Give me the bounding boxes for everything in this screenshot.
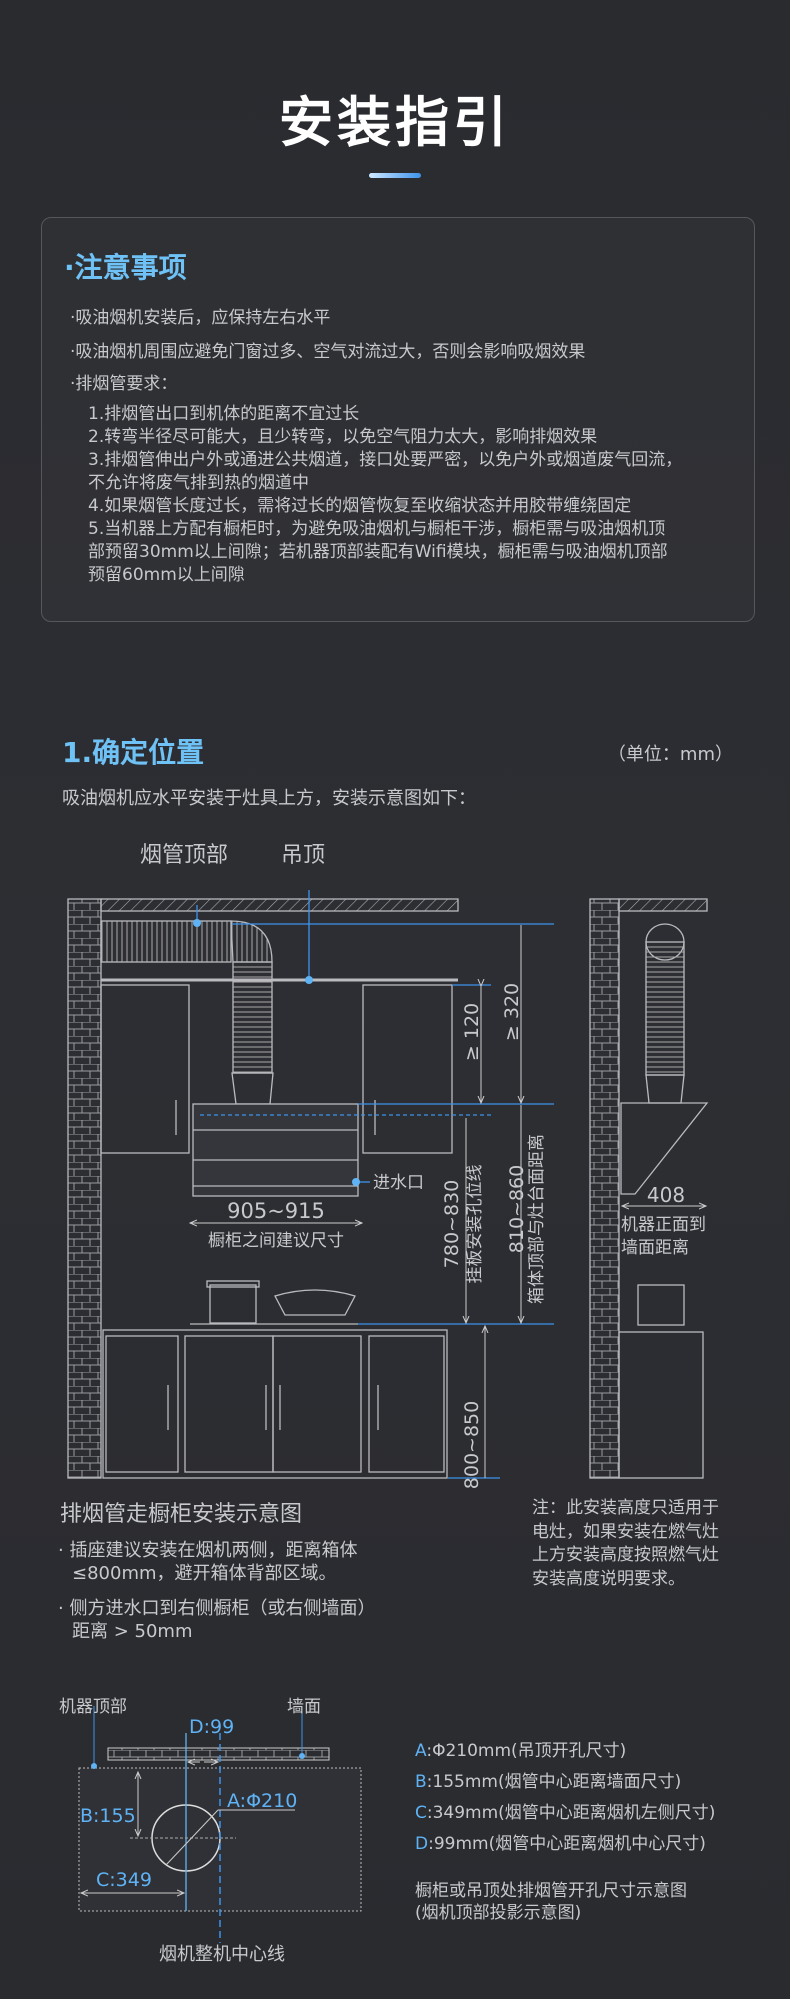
legend-key: A	[415, 1741, 427, 1761]
title-underline	[369, 173, 421, 178]
dim-mount-label: 挂板安装孔位线	[465, 1165, 485, 1284]
notice-bullet: ·吸油烟机周围应避免门窗过多、空气对流过大，否则会影响吸烟效果	[70, 342, 586, 362]
notice-item: 部预留30mm以上间隙；若机器顶部装配有Wifi模块，橱柜需与吸油烟机顶部	[88, 542, 668, 562]
dim-top-label: 箱体顶部与灶台面距离	[527, 1134, 547, 1304]
notice-item: 预留60mm以上间隙	[88, 565, 245, 585]
notice-bullet: ·吸油烟机安装后，应保持左右水平	[70, 308, 331, 328]
dim-width-label: 橱柜之间建议尺寸	[208, 1231, 344, 1251]
notice-item: 1.排烟管出口到机体的距离不宜过长	[88, 404, 360, 424]
notice-item: 不允许将废气排到热的烟道中	[88, 473, 309, 493]
cabinet-bullet-line: 距离 > 50mm	[72, 1621, 193, 1642]
lower-cabinets	[102, 1329, 448, 1479]
legend-text: :Φ210mm(吊顶开孔尺寸)	[426, 1741, 627, 1761]
height-note: 注：此安装高度只适用于 电灶，如果安装在燃气灶 上方安装高度按照燃气灶 安装高度…	[532, 1497, 719, 1591]
dim-counter: 800~850	[461, 1401, 483, 1489]
legend-key: B	[415, 1772, 427, 1792]
cabinet-bullet-line: · 侧方进水口到右侧橱柜（或右侧墙面）	[58, 1598, 376, 1619]
side-cabinet	[618, 1331, 704, 1479]
side-duct	[645, 941, 685, 1076]
label-duct-top: 烟管顶部	[140, 843, 228, 868]
dim-depth: 408	[647, 1183, 685, 1207]
label-machine-top: 机器顶部	[59, 1697, 127, 1717]
legend-key: D	[415, 1834, 429, 1854]
water-inlet-label: 进水口	[373, 1173, 424, 1193]
dimension-arrows	[190, 925, 706, 1478]
dimension-lines	[196, 890, 554, 1479]
depth-label-2: 墙面距离	[621, 1238, 689, 1258]
cabinet-bullet-line: ≤800mm，避开箱体背部区域。	[72, 1563, 337, 1584]
duct-elbow	[230, 920, 273, 963]
label-d: D:99	[189, 1716, 234, 1738]
dimension-legend: A:Φ210mm(吊顶开孔尺寸) B:155mm(烟管中心距离墙面尺寸) C:3…	[415, 1736, 715, 1860]
wall-bricks	[107, 1747, 330, 1761]
label-wall: 墙面	[287, 1697, 321, 1717]
left-wall	[67, 898, 102, 1479]
page-title: 安装指引	[279, 91, 511, 154]
unit-label: （单位：mm）	[607, 744, 733, 765]
upper-cabinet-right	[362, 984, 453, 1154]
upper-cabinet-left	[100, 984, 190, 1154]
dim-320: ≥ 320	[501, 983, 523, 1041]
cabinet-bullet-line: · 插座建议安装在烟机两侧，距离箱体	[58, 1540, 358, 1561]
dim-120: ≥ 120	[461, 1003, 483, 1061]
notice-card	[41, 217, 755, 622]
note-line: 安装高度说明要求。	[532, 1568, 685, 1589]
legend-item-d: D:99mm(烟管中心距离烟机中心尺寸)	[415, 1829, 715, 1860]
section-heading: 1.确定位置	[62, 736, 205, 769]
side-hood	[620, 1102, 709, 1195]
dim-width: 905~915	[227, 1199, 325, 1223]
label-b: B:155	[80, 1805, 136, 1827]
depth-label-1: 机器正面到	[621, 1215, 706, 1235]
notice-item: 4.如果烟管长度过长，需将过长的烟管恢复至收缩状态并用胶带缠绕固定	[88, 496, 632, 516]
legend-item-b: B:155mm(烟管中心距离墙面尺寸)	[415, 1767, 715, 1798]
legend-text: :155mm(烟管中心距离墙面尺寸)	[426, 1772, 682, 1792]
note-line: 注：此安装高度只适用于	[532, 1498, 719, 1518]
note-line: 电灶，如果安装在燃气灶	[532, 1521, 719, 1542]
cabinet-heading: 排烟管走橱柜安装示意图	[60, 1502, 303, 1527]
legend-key: C	[415, 1803, 427, 1823]
dim-mount: 780~830	[441, 1180, 463, 1268]
label-a: A:Φ210	[227, 1790, 297, 1812]
notice-item: 3.排烟管伸出户外或通进公共烟道，接口处要严密，以免户外或烟道废气回流，	[88, 450, 683, 470]
caption-line: (烟机顶部投影示意图)	[415, 1903, 582, 1923]
hood-connector	[231, 1072, 274, 1105]
notice-bullet: ·排烟管要求：	[70, 374, 178, 394]
legend-item-c: C:349mm(烟管中心距离烟机左侧尺寸)	[415, 1798, 715, 1829]
label-ceiling: 吊顶	[281, 843, 325, 868]
wok	[274, 1289, 356, 1316]
notice-item: 2.转弯半径尽可能大，且少转弯，以免空气阻力太大，影响排烟效果	[88, 427, 598, 447]
duct-horizontal	[100, 920, 232, 963]
side-wall	[589, 898, 620, 1479]
legend-text: :99mm(烟管中心距离烟机中心尺寸)	[428, 1834, 706, 1854]
ceiling	[100, 898, 459, 912]
top-view-diagram: 机器顶部 墙面 烟机整机中心线 D:99 A:Φ210 B:155 C:349	[59, 1697, 362, 1965]
note-line: 上方安装高度按照燃气灶	[532, 1545, 719, 1565]
dim-top: 810~860	[506, 1165, 528, 1253]
notice-item: 5.当机器上方配有橱柜时，为避免吸油烟机与橱柜干涉，橱柜需与吸油烟机顶	[88, 519, 666, 539]
range-hood	[192, 1103, 359, 1197]
top-view-caption: 橱柜或吊顶处排烟管开孔尺寸示意图 (烟机顶部投影示意图)	[415, 1880, 687, 1924]
section-description: 吸油烟机应水平安装于灶具上方，安装示意图如下：	[62, 788, 476, 809]
callout-dots	[193, 919, 360, 1186]
center-line-label: 烟机整机中心线	[159, 1944, 285, 1965]
notice-heading: ·注意事项	[64, 251, 187, 284]
legend-text: :349mm(烟管中心距离烟机左侧尺寸)	[426, 1803, 716, 1823]
legend-item-a: A:Φ210mm(吊顶开孔尺寸)	[415, 1736, 715, 1767]
front-view	[67, 898, 709, 1479]
pot	[209, 1284, 257, 1324]
caption-line: 橱柜或吊顶处排烟管开孔尺寸示意图	[415, 1881, 687, 1901]
label-c: C:349	[96, 1869, 152, 1891]
